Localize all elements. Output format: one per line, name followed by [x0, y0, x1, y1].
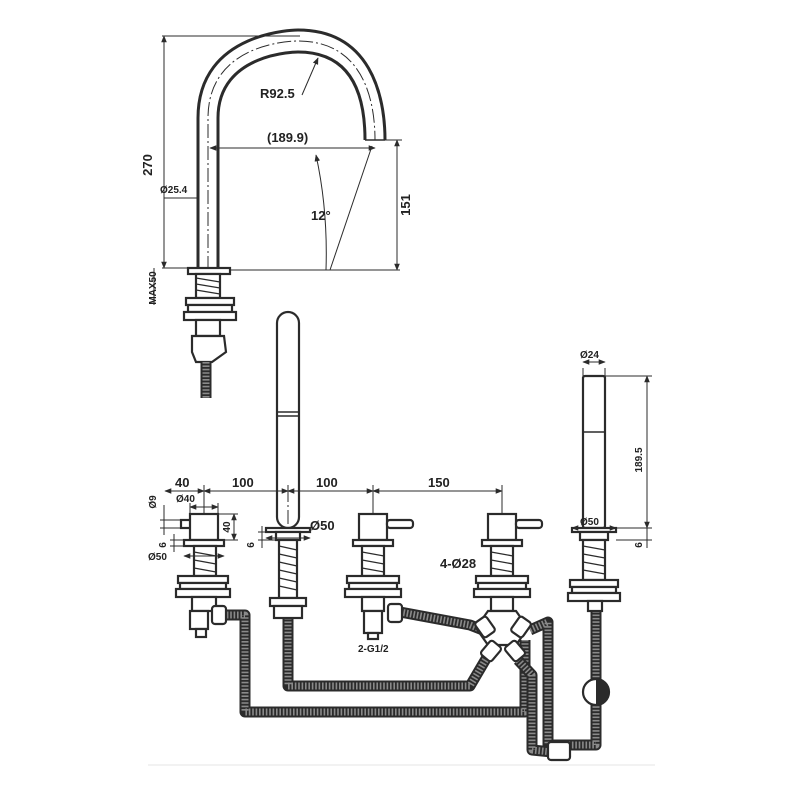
hole-count-label: 4-Ø28 [440, 556, 476, 571]
tube-dia-label: Ø25.4 [160, 185, 188, 196]
max-deck-label: MAX50 [148, 271, 159, 305]
flange-dia-label: Ø50 [148, 552, 167, 563]
right-valve: 4-Ø28 [440, 512, 544, 663]
handshower: Ø24 189.5 Ø50 6 [546, 350, 652, 762]
spacing-dimensions: 40 100 100 150 [164, 475, 503, 514]
spout-centerline [207, 40, 376, 270]
spout-outer-profile [196, 28, 387, 268]
angle-arc [314, 154, 327, 271]
radius-label: R92.5 [260, 86, 295, 101]
middle-valve-handle [385, 518, 415, 530]
angle-reference-line [329, 145, 373, 271]
valve-dimensions: Ø9 Ø40 40 6 Ø50 [148, 494, 238, 563]
center-flange-height-label: 6 [246, 542, 257, 548]
handle-dia-label: Ø9 [148, 495, 159, 509]
left-valve [174, 512, 232, 639]
handshower-handle [581, 374, 607, 530]
thread-label: 2-G1/2 [358, 644, 389, 655]
spout-shank [182, 272, 238, 398]
spout-inner-profile [216, 50, 367, 268]
flange-height-label: 6 [158, 542, 169, 548]
handshower-flange-dia-label: Ø50 [580, 517, 599, 528]
middle-valve: 2-G1/2 [343, 512, 415, 655]
offset-left-label: 40 [175, 475, 189, 490]
angle-label: 12° [311, 208, 331, 223]
radius-leader [301, 57, 319, 96]
handshower-length-label: 189.5 [634, 447, 645, 472]
outlet-height-label: 151 [398, 194, 413, 216]
handshower-dia-label: Ø24 [580, 350, 599, 361]
left-valve-body [188, 512, 220, 542]
spacing-1-label: 100 [232, 475, 254, 490]
handshower-flange-height-label: 6 [634, 542, 645, 548]
spacing-3-label: 150 [428, 475, 450, 490]
body-height-label: 40 [222, 521, 233, 533]
body-dia-label: Ø40 [176, 494, 195, 505]
reach-label: (189.9) [267, 130, 308, 145]
center-spout: 6 Ø50 [246, 310, 335, 620]
spout-height-label: 270 [140, 154, 155, 176]
right-valve-handle [514, 518, 544, 530]
center-flange-dia-label: Ø50 [310, 518, 335, 533]
spacing-2-label: 100 [316, 475, 338, 490]
spout-elevation: 270 Ø25.4 MAX50 R92.5 (189.9) 12° 151 [140, 28, 413, 398]
hose-connector [546, 740, 572, 762]
hose-assembly [220, 603, 602, 758]
